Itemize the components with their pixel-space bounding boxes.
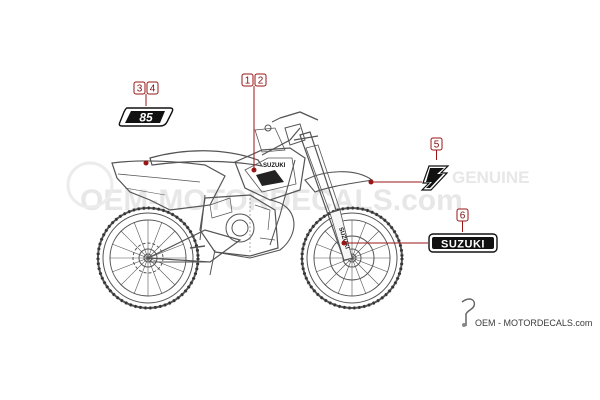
footer-logo-icon: [461, 298, 476, 326]
suzuki-text-decal: SUZUKI: [428, 233, 498, 253]
suzuki-s-emblem: [420, 165, 450, 191]
number-85-text: 85: [139, 111, 153, 125]
swingarm: [145, 229, 242, 263]
callout-5: 5: [368, 137, 443, 185]
tank-shroud: [244, 157, 297, 193]
footer-text: OEM - MOTORDECALS.com: [475, 318, 592, 328]
fuel-tank: [234, 147, 306, 201]
footer-brand: OEM - MOTORDECALS.com: [461, 298, 592, 328]
handlebar: [279, 111, 319, 121]
suzuki-decal-text: SUZUKI: [441, 239, 485, 251]
callout-box-2: [254, 73, 267, 87]
watermark-genuine: GENUINE: [452, 168, 529, 187]
callout-1-label: 1: [245, 76, 251, 87]
engine: [199, 194, 279, 257]
callout-1-2-dot: [251, 167, 257, 173]
callout-box-3: [133, 81, 146, 95]
number-85-decal: 85: [118, 107, 174, 127]
front-fork: [293, 131, 353, 261]
front-wheel: [300, 206, 404, 310]
callout-1-2: 1 2: [241, 73, 267, 173]
callout-6: 6: [341, 208, 469, 246]
callout-6-dot: [341, 240, 347, 246]
callout-6-label: 6: [460, 211, 466, 222]
tank-suzuki-decal: SUZUKI: [263, 163, 286, 169]
callout-2-label: 2: [258, 76, 264, 87]
seat: [149, 150, 264, 167]
tank-stripe-decal: [256, 170, 284, 186]
motorcycle-drawing: [96, 111, 404, 310]
frame-top: [261, 127, 301, 156]
callout-5-label: 5: [434, 140, 440, 151]
callout-3-4: 3 4: [133, 81, 159, 166]
front-number-plate: [284, 123, 306, 146]
callout-box-4: [146, 81, 159, 95]
rear-side-panel: [111, 160, 226, 211]
callout-box-1: [241, 73, 254, 87]
watermark-logo: [66, 161, 114, 209]
exhaust: [214, 199, 295, 259]
callout-5-dot: [368, 179, 374, 185]
callout-3-label: 3: [137, 84, 143, 95]
rear-wheel: [96, 206, 200, 310]
callout-4-label: 4: [150, 84, 156, 95]
callout-3-4-dot: [143, 160, 149, 166]
